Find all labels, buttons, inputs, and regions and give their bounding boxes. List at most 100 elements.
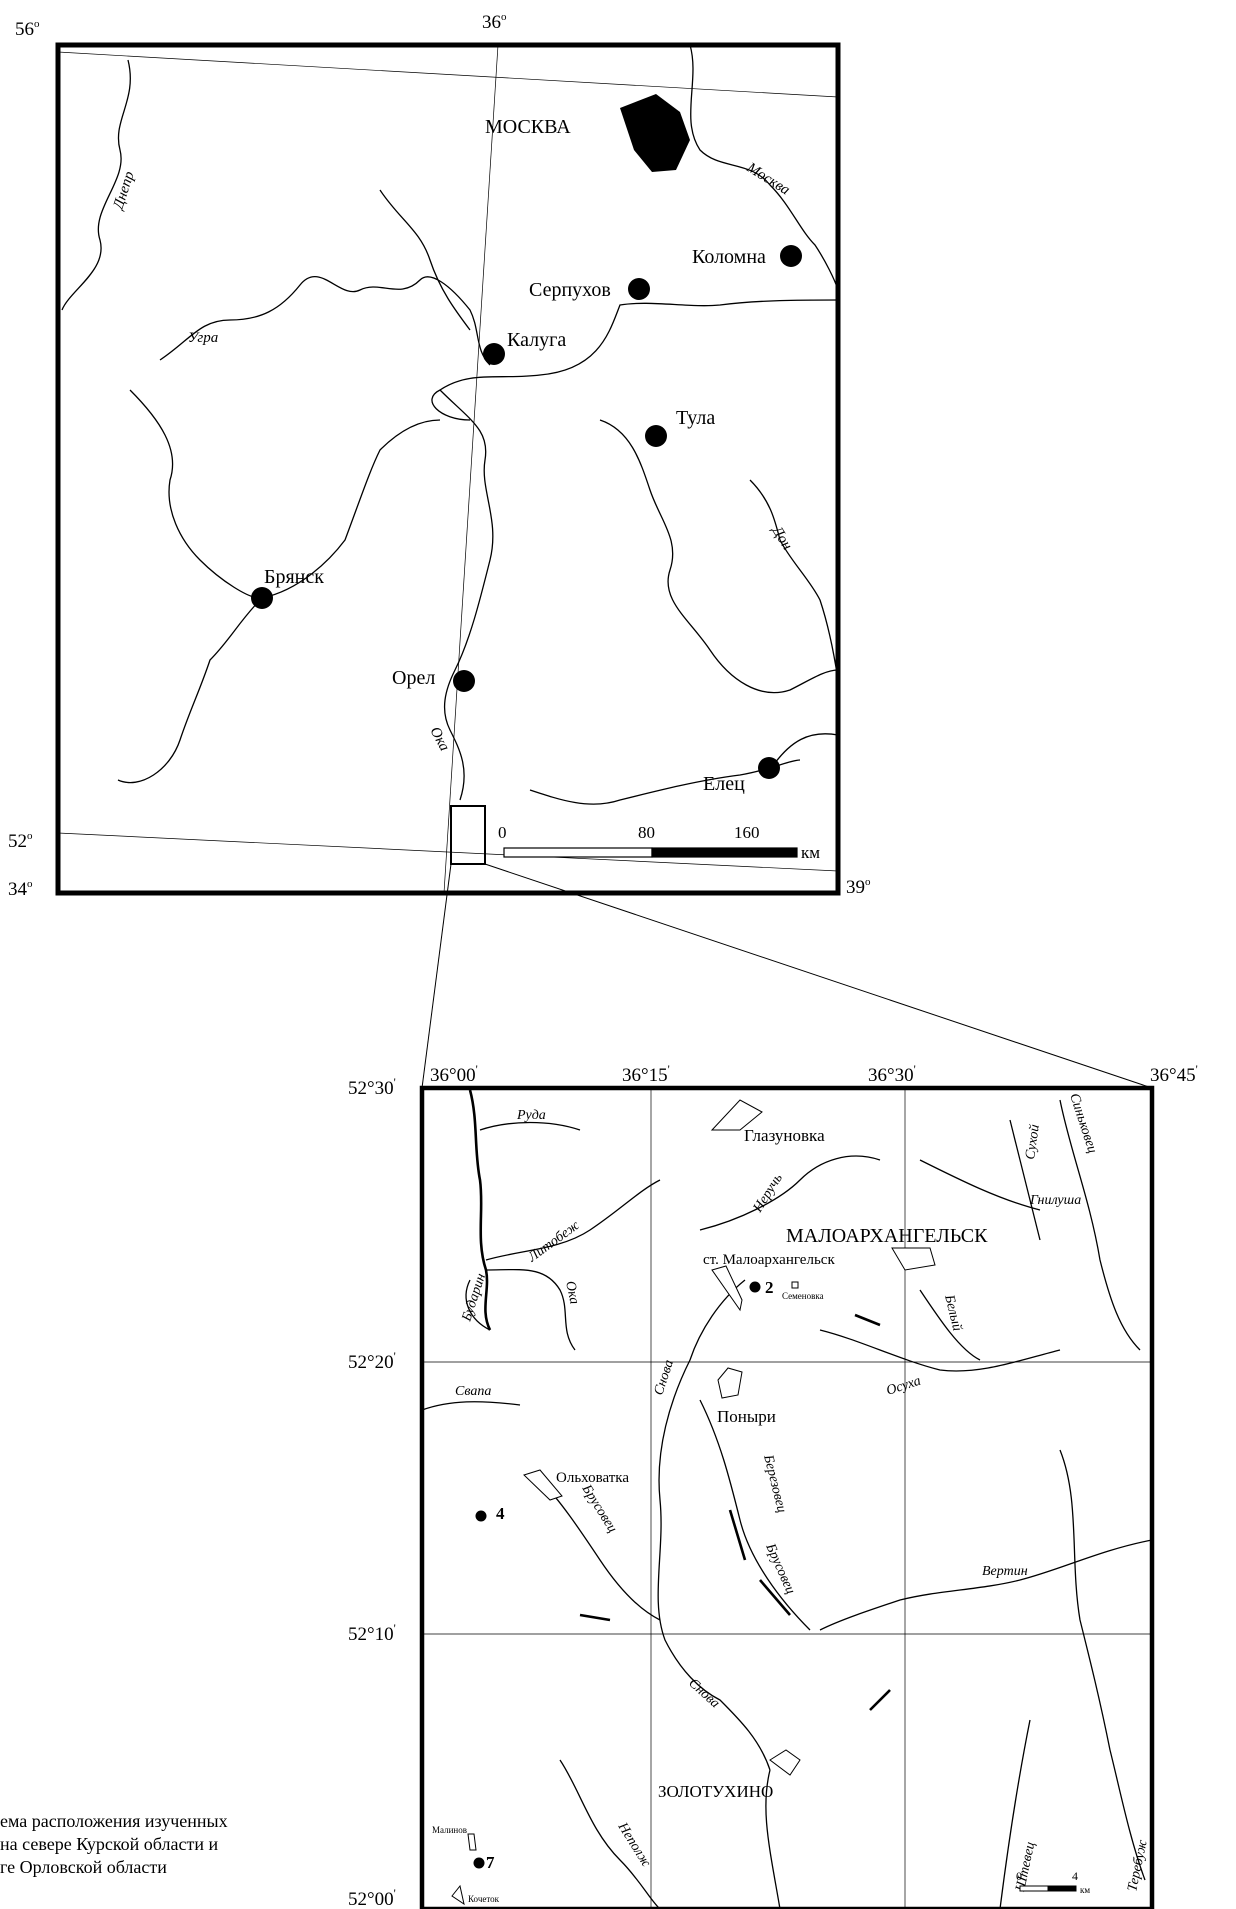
river-label-ruda: Руда [516,1108,546,1123]
settlement-malinov-outline [467,1833,477,1851]
lon-36-15-label: 36°15' [622,1062,670,1086]
river-label-vertin: Вертин [982,1564,1028,1579]
lon-34-label: 34о [8,878,33,900]
river-ugra-line [159,276,491,366]
river-label-ugra: Угра [188,330,218,346]
river-budarin-line [465,1279,491,1331]
caption-line-3: ге Орловской области [0,1857,167,1877]
river-label-terebuzh: Теребуж [1125,1839,1151,1893]
city-label-elets: Елец [703,773,745,795]
lon-36-00-label: 36°00' [430,1062,478,1086]
river-label-gnilusha: Гнилуша [1029,1193,1081,1208]
river-label-berezovets: Березовец [760,1452,789,1514]
scale-tick-160: 160 [734,823,760,842]
river-pond-2 [728,1509,747,1561]
caption-line-1: ема расположения изученных [0,1811,228,1831]
river-tributary-1-line [379,189,471,331]
lower-map-frame [419,1085,1155,1909]
settlement-olkhovatka-outline [523,1469,563,1501]
settlement-label-semenovka: Семеновка [782,1291,824,1301]
river-shtevets-line [999,1719,1031,1909]
city-marker-elets [758,757,780,779]
river-snova-line [657,1279,771,1771]
moscow-city-symbol [620,94,690,172]
river-label-neruch: Неручь [750,1171,786,1216]
river-label-brusovets-west: Брусовец [578,1481,620,1535]
scale-tick-80: 80 [638,823,655,842]
settlement-label-zolotukhino: ЗОЛОТУХИНО [658,1782,773,1801]
lon-39-label: 39о [846,876,871,898]
settlement-glazunovka-outline [710,1099,763,1131]
river-label-dnepr: Днепр [110,169,138,213]
city-label-bryansk: Брянск [264,566,324,588]
river-svapa-line [421,1401,521,1411]
river-label-snova-south: Снова [685,1676,722,1711]
upper-map: МОСКВА Коломна Серпухов Калуга Тула Брян… [8,11,871,900]
settlement-label-kochetok: Кочеток [468,1894,500,1904]
lower-scale-unit: км [1080,1885,1090,1895]
city-marker-bryansk [251,587,273,609]
settlement-malo-outline [891,1247,936,1271]
river-label-sukhoy: Сухой [1023,1124,1043,1161]
river-label-snova-north: Снова [652,1358,677,1397]
lon-36-30-label: 36°30' [868,1062,916,1086]
river-osukha-line [819,1329,1061,1372]
river-neruch-line [699,1155,881,1231]
settlement-label-ponyri: Поныри [717,1407,776,1426]
city-marker-serpukhov [628,278,650,300]
parallel-56 [57,51,839,98]
settlement-label-olkhovatka: Ольховатка [556,1470,629,1486]
city-marker-kolomna [780,245,802,267]
lat-56-label: 56о [15,18,40,40]
river-sukhoy-line [1009,1119,1041,1241]
site-marker-7 [473,1857,485,1869]
city-marker-orel [453,670,475,692]
settlement-kochetok-outline [451,1884,465,1906]
settlement-ponyri-outline [717,1367,743,1399]
city-label-serpukhov: Серпухов [529,279,611,301]
settlement-label-malinov: Малинов [432,1825,467,1835]
zoom-connector-right [484,863,1153,1089]
site-marker-4 [475,1510,487,1522]
lon-36-label: 36о [482,11,507,33]
river-gnilusha-line [919,1159,1041,1211]
settlement-label-glazunovka: Глазуновка [744,1126,825,1145]
lower-scale-bar: 0 4 км [1016,1869,1090,1895]
lat-52-00-label: 52°00' [348,1886,396,1909]
river-label-nepolzh: Неполж [614,1819,653,1869]
settlement-label-station: ст. Малоархангельск [703,1252,835,1268]
river-label-osukha: Осуха [885,1374,923,1399]
river-oka-inner-line [485,1268,576,1351]
river-vertin-line [819,1539,1153,1631]
caption-line-2: на севере Курской области и [0,1834,219,1854]
lat-52-20-label: 52°20' [348,1349,396,1373]
site-marker-2 [749,1281,761,1293]
lower-map: Глазуновка МАЛОАРХАНГЕЛЬСК ст. Малоархан… [348,1062,1198,1909]
river-central-south-line [765,1769,781,1909]
river-label-oka: Ока [426,724,452,754]
figure-caption: ема расположения изученных на севере Курс… [0,1810,320,1879]
river-label-oka: Ока [562,1280,582,1306]
river-belyi-line [919,1289,981,1361]
lat-52-10-label: 52°10' [348,1621,396,1645]
river-label-svapa: Свапа [455,1384,491,1399]
river-label-litobezh: Литобеж [525,1218,583,1266]
river-pond-5 [579,1613,611,1622]
city-label-kaluga: Калуга [507,329,566,351]
lower-scale-tick-0: 0 [1016,1869,1022,1883]
study-area-box [450,805,486,865]
capital-label: МОСКВА [485,116,571,138]
settlement-station-outline [711,1265,743,1312]
site-label-7: 7 [486,1853,495,1872]
river-moskva-line [689,44,839,291]
river-litobezh-line [485,1179,661,1261]
river-pond-4 [869,1689,891,1711]
river-don-line [749,479,839,681]
river-oka-upper-line [431,299,839,421]
river-oka-lower-line [439,389,494,801]
lat-52-30-label: 52°30' [348,1075,396,1099]
city-marker-tula [645,425,667,447]
district-center-label: МАЛОАРХАНГЕЛЬСК [786,1225,988,1247]
lon-36-45-label: 36°45' [1150,1062,1198,1086]
